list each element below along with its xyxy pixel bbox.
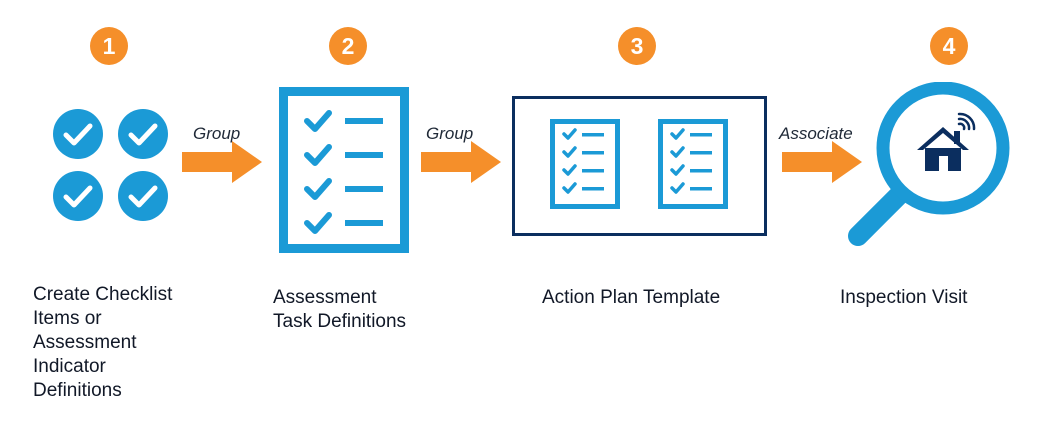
check-circle-icon [53,171,103,221]
step-3-badge: 3 [618,27,656,65]
associate-arrow [782,141,862,183]
connector-label-2: Group [426,124,474,143]
step-1-badge: 1 [90,27,128,65]
step-2-label: Assessment Task Definitions [273,287,407,332]
wifi-icon [957,112,976,131]
step-1-label: Create Checklist Items or Assessment Ind… [33,284,173,401]
checklist-icon [279,87,409,253]
magnifier-home-icon [848,82,1010,246]
connector-label-1: Group [193,124,241,143]
group-arrow-1 [182,141,262,183]
check-circle-icon [118,171,168,221]
checklist-icon [550,119,620,209]
check-circle-icon [118,109,168,159]
group-arrow-2 [421,141,501,183]
checklist-icon [658,119,728,209]
step-3-label: Action Plan Template [542,287,721,308]
template-icon [512,96,767,236]
checkmarks-icon [53,109,168,221]
step-2-badge: 2 [329,27,367,65]
check-circle-icon [53,109,103,159]
connector-label-3: Associate [779,124,853,143]
step-4-badge: 4 [930,27,968,65]
step-4-label: Inspection Visit [840,287,968,308]
